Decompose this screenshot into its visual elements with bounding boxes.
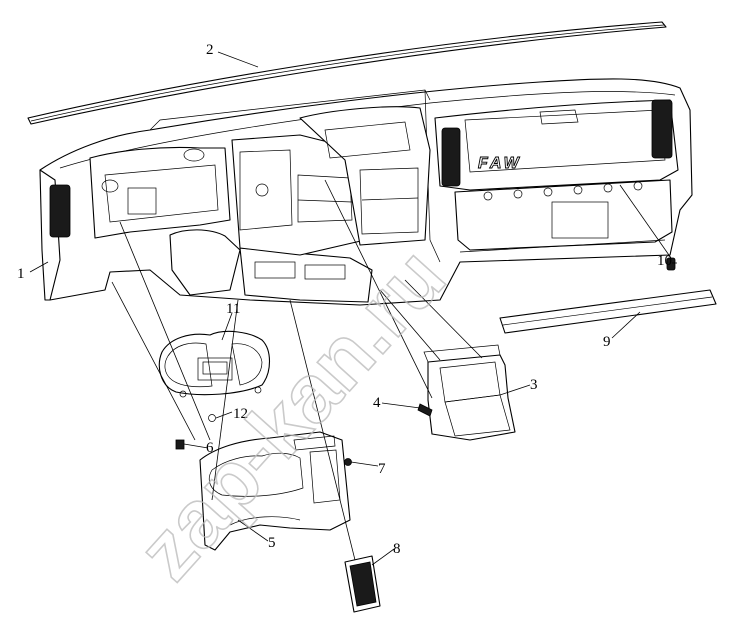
dashboard-panel: FAW xyxy=(39,78,693,306)
callout-6: 6 xyxy=(206,440,214,456)
callout-leaders xyxy=(29,51,677,566)
callout-10: 10 xyxy=(657,253,672,269)
callout-labels: 1 2 3 4 5 6 7 8 9 10 11 12 xyxy=(17,42,672,557)
faw-logo-text: FAW xyxy=(478,155,522,172)
callout-7: 7 xyxy=(378,461,386,477)
part-9-lower-trim-bar xyxy=(499,289,717,334)
part-3-storage-box xyxy=(423,344,516,441)
callout-8: 8 xyxy=(393,541,401,557)
callout-2: 2 xyxy=(206,42,214,58)
part-8-pad xyxy=(344,555,381,613)
left-vent-icon xyxy=(49,184,71,238)
part-6-screw xyxy=(175,439,185,450)
switch-row xyxy=(483,181,643,201)
callout-3: 3 xyxy=(530,377,538,393)
callout-1: 1 xyxy=(17,266,25,282)
callout-4: 4 xyxy=(373,395,381,411)
assembly-guide-lines xyxy=(111,179,672,561)
callout-9: 9 xyxy=(603,334,611,350)
callout-12: 12 xyxy=(233,406,248,422)
callout-11: 11 xyxy=(226,301,240,317)
part-11-instrument-cluster xyxy=(158,330,271,398)
right-vent-icon xyxy=(651,99,673,159)
part-7-screw xyxy=(344,458,352,466)
callout-5: 5 xyxy=(268,535,276,551)
centre-right-vent-icon xyxy=(441,127,461,187)
part-12-nut xyxy=(208,414,216,422)
part-2-trim-strip xyxy=(27,21,667,125)
